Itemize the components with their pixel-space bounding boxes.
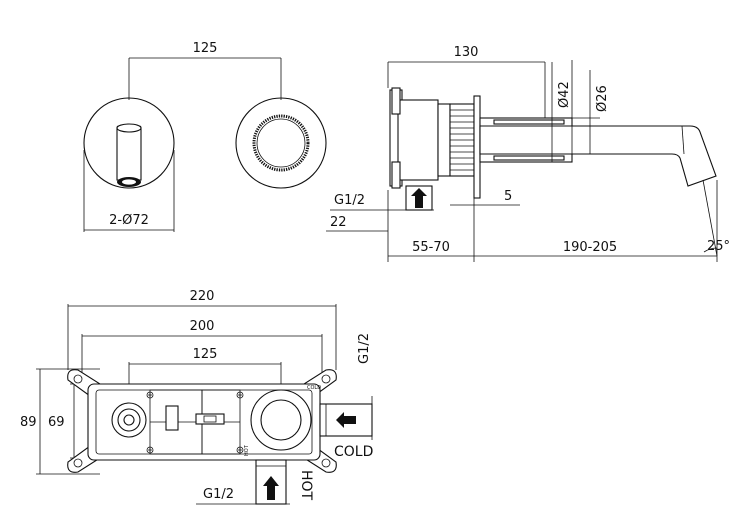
dim-wall-depth: 55-70 [412, 240, 450, 255]
dim-box-width: 200 [190, 319, 215, 334]
dim-flange-dia: 2-Ø72 [109, 213, 149, 228]
dim-front-spacing: 125 [193, 41, 218, 56]
dim-inlet-thread-right: G1/2 [357, 333, 372, 364]
dim-side-depth: 130 [454, 45, 479, 60]
box-label-hot: HOT [244, 444, 250, 456]
knurled-knob [252, 114, 310, 172]
screws [146, 391, 244, 454]
dim-gap-5: 5 [504, 189, 512, 204]
arrow-up-icon-bottom [263, 476, 279, 500]
dim-inlet-thread-bottom: G1/2 [203, 487, 234, 502]
dim-spout-reach: 190-205 [563, 240, 617, 255]
dim-box-center-spacing: 125 [193, 347, 218, 362]
dim-dia-inner: Ø26 [595, 85, 610, 112]
dim-spout-angle: 25° [707, 239, 730, 254]
box-mixer-right [250, 389, 312, 451]
dim-inlet-thread-side: G1/2 [334, 193, 365, 208]
right-flange [235, 97, 327, 189]
box-label-cold: COLD [307, 385, 321, 391]
dim-dia-outer: Ø42 [557, 81, 572, 108]
arrow-left-icon [336, 412, 356, 428]
arrow-up-icon [411, 188, 427, 208]
dim-box-height-outer: 89 [20, 415, 37, 430]
left-flange [83, 97, 175, 189]
side-view: 130 [326, 45, 730, 262]
dim-box-height-inner: 69 [48, 415, 65, 430]
dim-box-overall-width: 220 [190, 289, 215, 304]
spout-front [116, 125, 142, 181]
box-outlet-left [111, 402, 147, 438]
dim-offset-22: 22 [330, 215, 347, 230]
label-cold: COLD [334, 444, 373, 460]
spout-side [479, 125, 717, 187]
box-view: 220 200 125 89 69 [20, 289, 373, 505]
label-hot: HOT [298, 470, 314, 501]
front-view: 125 2-Ø72 [83, 41, 327, 232]
